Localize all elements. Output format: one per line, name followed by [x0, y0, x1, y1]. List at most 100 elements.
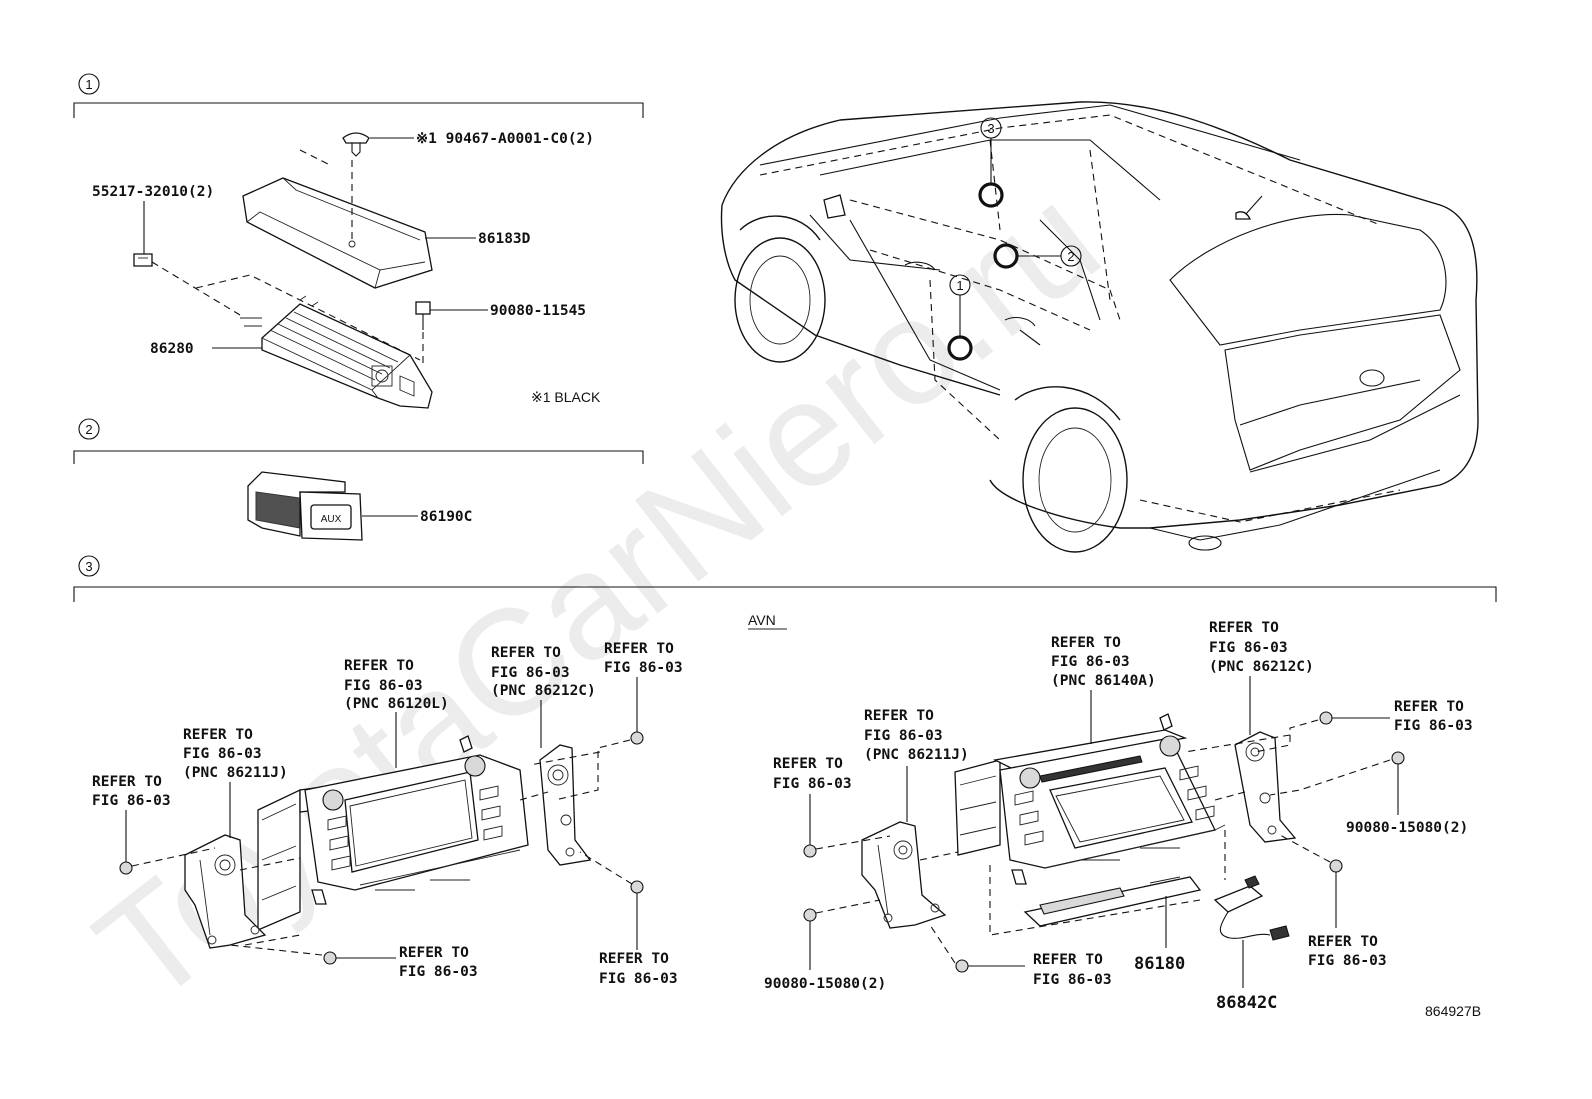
- svg-text:REFER TO: REFER TO: [183, 727, 253, 743]
- right-lower-screw-ref: REFER TO FIG 86-03: [1308, 934, 1387, 969]
- svg-text:FIG 86-03: FIG 86-03: [1033, 972, 1112, 988]
- amplifier-unit: [240, 295, 433, 409]
- right-right-bracket-ref: REFER TO FIG 86-03 (PNC 86212C): [1209, 620, 1314, 675]
- usb-bezel: [1023, 876, 1202, 927]
- svg-text:REFER TO: REFER TO: [599, 951, 669, 967]
- svg-text:1: 1: [956, 278, 963, 293]
- screw-icon: [1391, 751, 1405, 765]
- svg-text:3: 3: [85, 559, 92, 574]
- left-bracket: [184, 834, 267, 949]
- callout-1: 1: [947, 274, 973, 361]
- svg-text:REFER TO: REFER TO: [399, 945, 469, 961]
- svg-text:FIG 86-03: FIG 86-03: [1209, 640, 1288, 656]
- svg-text:(PNC 86212C): (PNC 86212C): [1209, 659, 1314, 675]
- left-bottom-screw-ref: REFER TO FIG 86-03: [399, 945, 478, 980]
- svg-text:REFER TO: REFER TO: [773, 756, 843, 772]
- connector-part-label: 86842C: [1216, 993, 1277, 1013]
- screw-icon: [803, 908, 817, 922]
- svg-text:REFER TO: REFER TO: [1308, 934, 1378, 950]
- svg-text:2: 2: [85, 422, 92, 437]
- svg-text:REFER TO: REFER TO: [1394, 699, 1464, 715]
- note-black: ※1 BLACK: [531, 389, 601, 405]
- left-left-screw-ref: REFER TO FIG 86-03: [92, 774, 171, 809]
- diagram-id: 864927B: [1425, 1003, 1481, 1019]
- right-head-unit: [954, 713, 1226, 885]
- variant-label-avn: AVN: [748, 612, 776, 628]
- clip-part-label: ※1 90467-A0001-C0(2): [416, 131, 594, 147]
- screw-icon: [1329, 859, 1343, 873]
- section-1-marker: 1: [78, 73, 100, 95]
- right-bottom-screw-ref: REFER TO FIG 86-03: [1033, 952, 1112, 988]
- svg-text:REFER TO: REFER TO: [491, 645, 561, 661]
- svg-text:(PNC 86211J): (PNC 86211J): [183, 765, 288, 781]
- svg-text:REFER TO: REFER TO: [1209, 620, 1279, 636]
- svg-text:(PNC 86140A): (PNC 86140A): [1051, 673, 1156, 689]
- amplifier-part-label: 86280: [150, 341, 194, 357]
- svg-text:FIG 86-03: FIG 86-03: [604, 660, 683, 676]
- screw-icon: [1319, 711, 1333, 725]
- screw-icon: [955, 959, 969, 973]
- right-bracket: [539, 744, 592, 866]
- left-right-bracket-ref: REFER TO FIG 86-03 (PNC 86212C): [491, 645, 596, 699]
- left-bolt-part-label: 90080-15080(2): [764, 976, 886, 992]
- svg-text:FIG 86-03: FIG 86-03: [344, 678, 423, 694]
- bolt-part-label: 90080-11545: [490, 303, 586, 319]
- bracket-clip-icon: [133, 253, 153, 267]
- section-2-bracket: [73, 450, 644, 464]
- screw-icon: [119, 861, 133, 875]
- right-bolt-part-label: 90080-15080(2): [1346, 820, 1468, 836]
- usb-part-label: 86180: [1134, 954, 1185, 974]
- svg-text:FIG 86-03: FIG 86-03: [1051, 654, 1130, 670]
- screw-icon: [630, 731, 644, 745]
- aux-unit: AUX: [247, 471, 363, 541]
- svg-text:REFER TO: REFER TO: [604, 641, 674, 657]
- svg-text:(PNC 86212C): (PNC 86212C): [491, 683, 596, 699]
- svg-text:REFER TO: REFER TO: [1051, 635, 1121, 651]
- right-left-bracket: [861, 821, 947, 929]
- aux-button-label: AUX: [321, 514, 342, 525]
- svg-text:3: 3: [987, 121, 994, 136]
- svg-text:FIG 86-03: FIG 86-03: [92, 793, 171, 809]
- svg-text:FIG 86-03: FIG 86-03: [399, 964, 478, 980]
- section-3-bracket: [73, 586, 1497, 602]
- connector-harness: [1213, 875, 1290, 941]
- callout-3: 3: [978, 117, 1004, 208]
- aux-part-label: 86190C: [420, 509, 472, 525]
- svg-text:FIG 86-03: FIG 86-03: [1308, 953, 1387, 969]
- left-head-unit: [257, 735, 529, 931]
- svg-text:REFER TO: REFER TO: [344, 658, 414, 674]
- left-top-screw-ref: REFER TO FIG 86-03: [604, 641, 683, 676]
- left-right-screw-ref: REFER TO FIG 86-03: [599, 951, 678, 987]
- right-top-screw-ref: REFER TO FIG 86-03: [1394, 699, 1473, 734]
- right-display-ref: REFER TO FIG 86-03 (PNC 86140A): [1051, 635, 1156, 689]
- svg-text:REFER TO: REFER TO: [864, 708, 934, 724]
- bracket-clip-label: 55217-32010(2): [92, 184, 214, 200]
- screw-icon: [803, 844, 817, 858]
- svg-text:FIG 86-03: FIG 86-03: [773, 776, 852, 792]
- svg-text:FIG 86-03: FIG 86-03: [1394, 718, 1473, 734]
- clip-icon: [342, 132, 370, 157]
- left-left-bracket-ref: REFER TO FIG 86-03 (PNC 86211J): [183, 727, 288, 781]
- right-left-screw-ref: REFER TO FIG 86-03: [773, 756, 852, 792]
- bolt-icon: [415, 301, 431, 330]
- amplifier-cover: [242, 177, 433, 289]
- section-2-marker: 2: [78, 418, 100, 440]
- svg-text:(PNC 86211J): (PNC 86211J): [864, 747, 969, 763]
- svg-text:FIG 86-03: FIG 86-03: [864, 728, 943, 744]
- screw-icon: [630, 880, 644, 894]
- svg-text:FIG 86-03: FIG 86-03: [491, 665, 570, 681]
- svg-text:(PNC 86120L): (PNC 86120L): [344, 696, 449, 712]
- svg-text:REFER TO: REFER TO: [92, 774, 162, 790]
- svg-text:FIG 86-03: FIG 86-03: [599, 971, 678, 987]
- callout-2: 2: [993, 243, 1082, 269]
- section-3-marker: 3: [78, 555, 100, 577]
- svg-text:2: 2: [1067, 249, 1074, 264]
- screw-icon: [323, 951, 337, 965]
- right-left-bracket-ref: REFER TO FIG 86-03 (PNC 86211J): [864, 708, 969, 763]
- section-1-bracket: [73, 102, 644, 118]
- left-display-ref: REFER TO FIG 86-03 (PNC 86120L): [344, 658, 449, 712]
- svg-text:REFER TO: REFER TO: [1033, 952, 1103, 968]
- svg-text:1: 1: [85, 77, 92, 92]
- svg-text:FIG 86-03: FIG 86-03: [183, 746, 262, 762]
